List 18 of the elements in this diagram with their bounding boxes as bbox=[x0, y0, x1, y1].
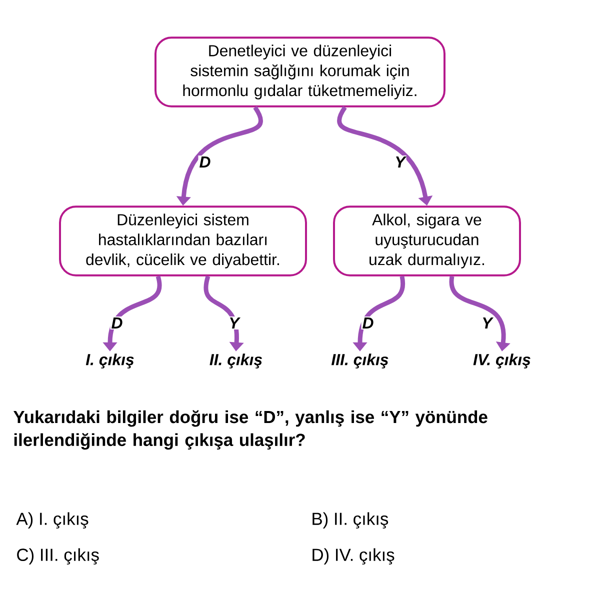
answer-option: C) III. çıkış bbox=[17, 548, 99, 565]
edge-label: D bbox=[361, 316, 375, 330]
answer-option: B) II. çıkış bbox=[312, 512, 388, 529]
question-text: Yukarıdaki bilgiler doğru ise “D”, yanlış ise “Y” yönünde ilerlendiğinde hangi çıkışa ulaşılır? bbox=[14, 410, 488, 450]
statement-box: Düzenleyici sistem hastalıklarından bazıları devlik, cücelik ve diyabettir. bbox=[59, 206, 307, 276]
answer-option: A) I. çıkış bbox=[16, 512, 88, 529]
exit-label: IV. çıkış bbox=[473, 354, 530, 368]
edge-label: D bbox=[198, 156, 212, 168]
exit-label: II. çıkış bbox=[210, 354, 262, 368]
edge-label: Y bbox=[228, 316, 240, 330]
statement-box: Alkol, sigara ve uyuşturucudan uzak durmalıyız. bbox=[333, 206, 521, 276]
answer-option: D) IV. çıkış bbox=[312, 548, 394, 565]
edge-label: D bbox=[110, 316, 124, 330]
statement-box: Denetleyici ve düzenleyici sistemin sağlığını korumak için hormonlu gıdalar tüketmemeliyiz. bbox=[154, 36, 446, 108]
exit-label: I. çıkış bbox=[86, 354, 134, 368]
exit-label: III. çıkış bbox=[331, 354, 388, 368]
edge-label: Y bbox=[394, 156, 406, 168]
edge-label: Y bbox=[480, 316, 494, 330]
